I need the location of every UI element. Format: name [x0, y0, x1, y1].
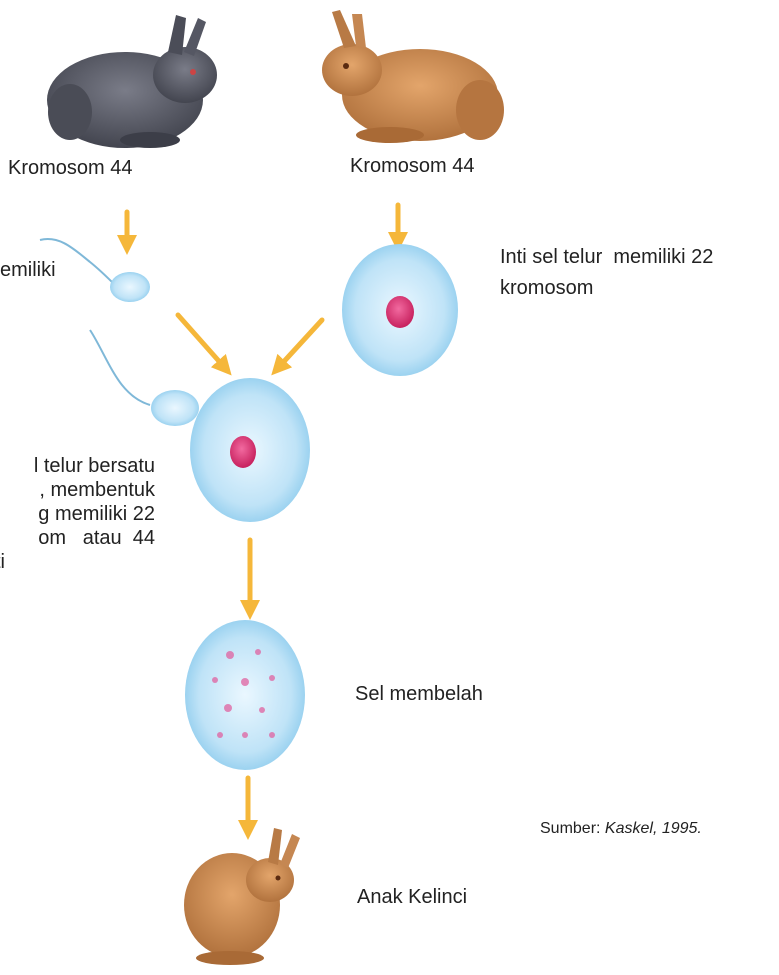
brown-rabbit-image — [322, 10, 504, 143]
label-fusion-description: l telur bersatu , membentuk g memiliki 2… — [0, 454, 155, 574]
fusion-line-4: om atau 44 — [0, 526, 155, 550]
source-italic: Kaskel, 1995. — [605, 820, 702, 837]
label-parent-right: Kromosom 44 — [350, 154, 475, 178]
gray-rabbit-image — [47, 15, 217, 148]
arrow-egg-to-zygote — [278, 320, 322, 368]
label-sperm-partial: emiliki — [0, 258, 56, 282]
dividing-cell — [185, 620, 305, 770]
sperm-cell-2 — [90, 330, 199, 426]
label-egg-nucleus-line2: kromosom — [500, 276, 593, 300]
fusion-line-2: , membentuk — [0, 478, 155, 502]
label-offspring: Anak Kelinci — [357, 885, 467, 909]
label-egg-nucleus-line1: Inti sel telur memiliki 22 — [500, 245, 713, 269]
fusion-line-3: g memiliki 22 — [0, 502, 155, 526]
sperm-cell-1 — [40, 239, 150, 302]
fusion-line-1: l telur bersatu — [0, 454, 155, 478]
arrow-sperm-to-zygote — [178, 315, 225, 368]
egg-cell — [342, 244, 458, 376]
zygote-cell — [190, 378, 310, 522]
source-prefix: Sumber: — [540, 820, 605, 837]
source-citation: Sumber: Kaskel, 1995. — [540, 820, 702, 838]
fusion-line-5: ti — [0, 550, 155, 574]
baby-rabbit-image — [184, 828, 300, 965]
label-cell-division: Sel membelah — [355, 682, 483, 706]
label-parent-left: Kromosom 44 — [8, 156, 133, 180]
